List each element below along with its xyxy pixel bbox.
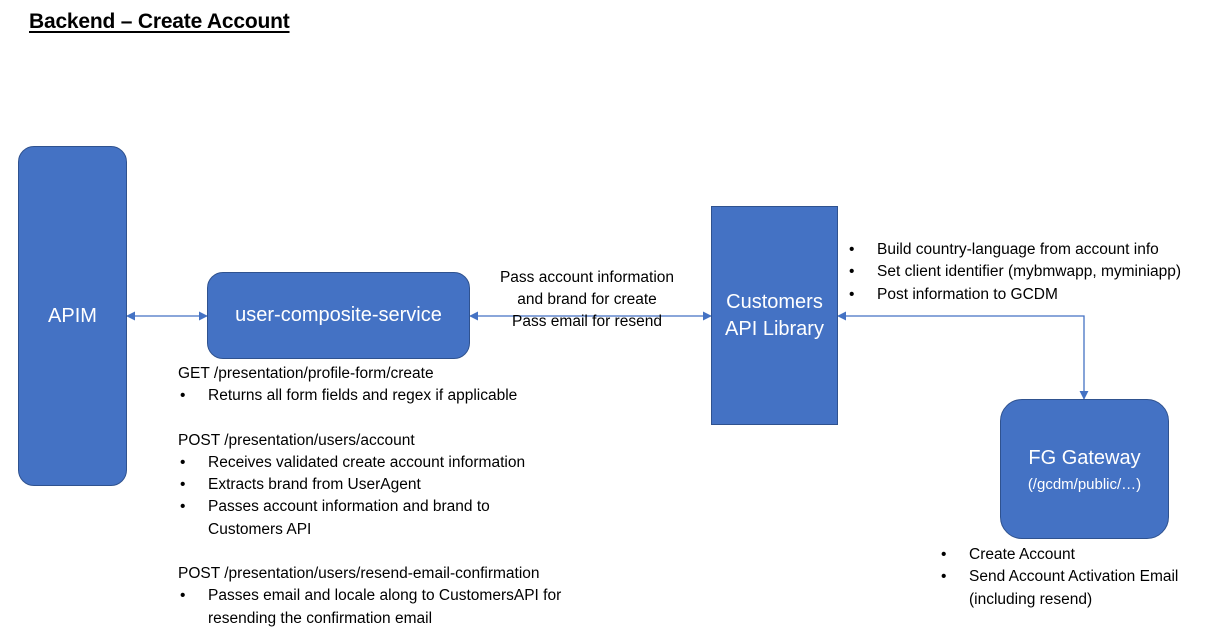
list-item-continuation: (including resend) [969, 590, 1093, 608]
list-item: Post information to GCDM [847, 284, 1222, 307]
endpoint-heading: POST /presentation/users/resend-email-co… [178, 565, 540, 583]
fg-gateway-path: (/gcdm/public/…) [1027, 476, 1142, 493]
connector-label-line1: Pass account information [499, 269, 675, 286]
list-item: Receives validated create account inform… [178, 452, 598, 475]
user-composite-service-box: user-composite-service [207, 272, 470, 359]
endpoint-notes: GET /presentation/profile-form/create Re… [178, 363, 598, 630]
connector-label-line3: Pass email for resend [512, 313, 662, 330]
page-title: Backend – Create Account [29, 10, 290, 33]
arrow-customers-fg-gateway [837, 311, 1089, 400]
list-item: Set client identifier (mybmwapp, myminia… [847, 261, 1222, 284]
customers-api-label-line1: Customers [726, 290, 823, 313]
user-composite-service-label: user-composite-service [235, 304, 442, 326]
customers-api-library-box: Customers API Library [711, 206, 838, 425]
list-item: Create Account [939, 544, 1219, 567]
apim-label: APIM [48, 304, 97, 327]
connector-label: Pass account information and brand for c… [476, 267, 698, 333]
list-item: Passes account information and brand to [178, 496, 598, 519]
connector-label-line2: and brand for create [517, 291, 657, 308]
list-item: Passes email and locale along to Custome… [178, 585, 598, 608]
fg-gateway-label: FG Gateway [1028, 447, 1141, 469]
list-item: Returns all form fields and regex if app… [178, 385, 598, 408]
customers-api-notes: Build country-language from account info… [847, 239, 1222, 306]
endpoint-heading: GET /presentation/profile-form/create [178, 365, 434, 382]
list-item: Send Account Activation Email [939, 566, 1219, 589]
list-item-continuation: Customers API [208, 520, 312, 538]
list-item: Build country-language from account info [847, 239, 1222, 262]
list-item-continuation: resending the confirmation email [208, 609, 433, 627]
fg-gateway-box: FG Gateway (/gcdm/public/…) [1000, 399, 1169, 539]
apim-box: APIM [18, 146, 127, 486]
endpoint-heading: POST /presentation/users/account [178, 431, 415, 449]
customers-api-label-line2: API Library [725, 317, 824, 340]
fg-gateway-notes: Create Account Send Account Activation E… [939, 544, 1219, 611]
list-item: Extracts brand from UserAgent [178, 474, 598, 497]
